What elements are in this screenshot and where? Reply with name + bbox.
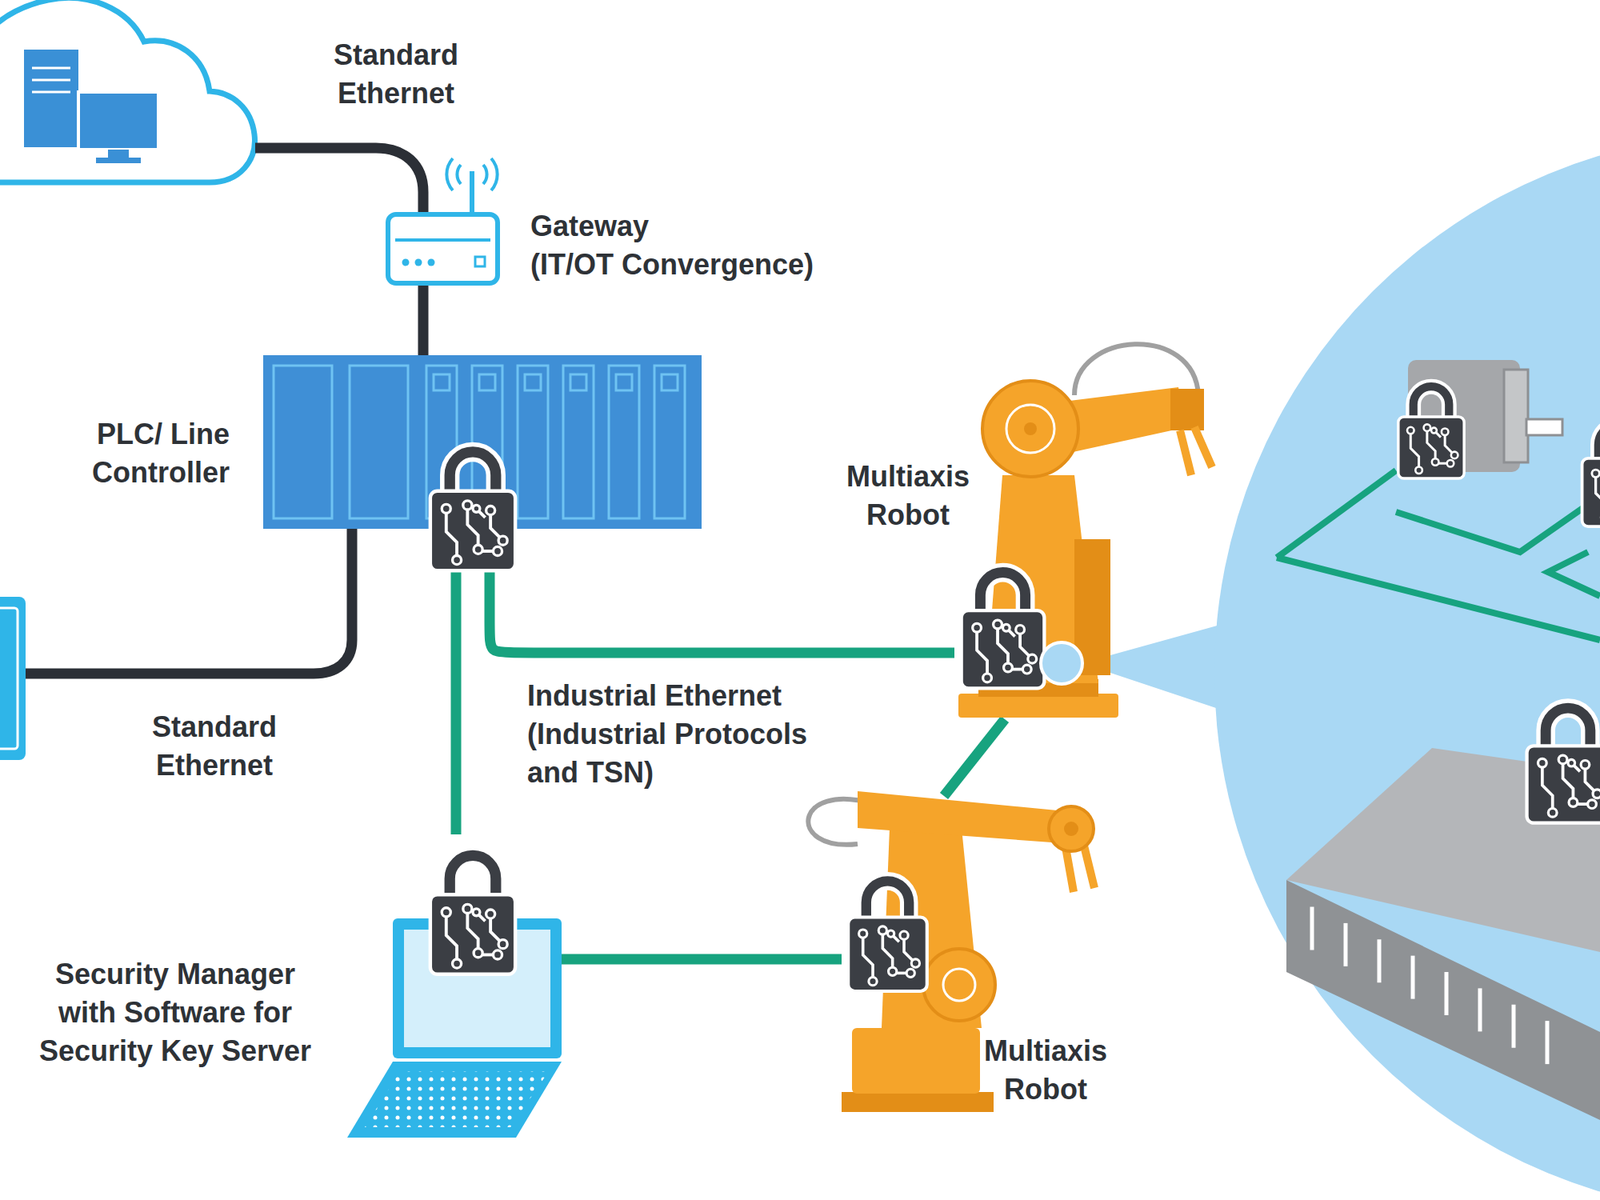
zoom-callout-part-part — [1276, 470, 1396, 558]
network-link — [451, 528, 462, 835]
security-manager-icon-part — [364, 1071, 549, 1128]
ethernet-cable — [24, 528, 352, 674]
connector-label: Industrial Ethernet (Industrial Protocol… — [527, 676, 832, 792]
network-link — [418, 285, 429, 356]
plc-controller-icon-part — [654, 365, 685, 519]
gateway-icon-part — [446, 158, 497, 191]
node-label: Gateway — [530, 207, 867, 246]
zoom-callout-part — [1582, 424, 1600, 527]
security-manager-icon-part — [430, 855, 516, 974]
vent — [1411, 956, 1416, 1000]
vent — [1478, 988, 1483, 1032]
zoom-callout-part-part — [1396, 496, 1600, 552]
plc-controller-icon-part — [616, 374, 632, 391]
plc-controller: PLC/ Line Controller — [263, 355, 702, 529]
plc-controller-icon-part — [524, 374, 541, 391]
cloud-part — [32, 79, 71, 82]
plc-controller-icon-part — [517, 365, 548, 519]
node-label: (IT/OT Convergence) — [530, 245, 867, 284]
cloud — [0, 0, 255, 183]
cloud-part — [96, 157, 141, 164]
gateway-icon-part — [415, 259, 423, 267]
network-link — [561, 954, 842, 965]
tablet-part — [0, 596, 26, 760]
robot-icon-part — [961, 572, 1045, 689]
plc-controller-icon-part — [273, 365, 332, 519]
robot-icon-part — [1048, 806, 1094, 852]
robot-icon-part — [857, 791, 1074, 844]
robot-icon-part — [1074, 344, 1199, 396]
robot-icon-part — [1040, 642, 1083, 684]
network-link — [944, 719, 1005, 796]
plc-controller-icon-part — [349, 365, 408, 519]
robot-icon-part — [958, 693, 1119, 718]
gateway-icon — [385, 163, 500, 286]
robot-icon-part — [1170, 388, 1204, 431]
node-label: PLC/ Line Controller — [4, 415, 230, 492]
robot-icon-part — [852, 1028, 980, 1094]
switch-box-part — [1286, 880, 1600, 1120]
cloud-part — [32, 91, 71, 94]
plc-controller-icon-part — [570, 374, 587, 391]
zoom-callout-part — [1276, 470, 1600, 640]
plc-controller-icon — [263, 355, 702, 529]
vent — [1344, 923, 1348, 967]
robot-icon — [954, 347, 1225, 720]
plc-controller-icon-part — [608, 365, 640, 519]
gateway-icon-part — [469, 171, 475, 215]
robot-icon-part — [1064, 821, 1079, 836]
gateway-icon-part — [395, 238, 491, 242]
security-manager: Security Manager with Software for Secur… — [347, 834, 562, 1138]
tablet-part — [0, 608, 18, 749]
tablet — [0, 596, 26, 760]
robot-icon-part — [923, 948, 996, 1021]
node-label: Multiaxis Robot — [965, 1032, 1126, 1109]
plc-controller-icon-part — [563, 365, 594, 519]
cloud-part — [78, 92, 159, 150]
node-label: Security Manager with Software for Secur… — [35, 955, 316, 1071]
motor-part — [1526, 419, 1563, 436]
robot-icon-part — [1006, 404, 1055, 453]
gateway-icon-part — [402, 259, 410, 267]
security-manager-icon — [347, 834, 562, 1138]
node-label: Multiaxis Robot — [828, 457, 988, 535]
robot-icon-part — [1024, 422, 1037, 436]
robot-icon-part — [943, 968, 976, 1001]
gateway-icon-part — [475, 256, 485, 267]
motor-part — [1504, 369, 1528, 463]
robot-icon-part — [982, 380, 1079, 477]
robot: Multiaxis Robot — [841, 796, 1114, 1112]
ethernet-cable — [255, 148, 424, 218]
zoom-callout-part — [1527, 708, 1600, 824]
cloud-part — [24, 49, 79, 148]
plc-controller-icon-part — [433, 374, 450, 391]
zoom-callout-part — [1214, 132, 1600, 1200]
gateway: Gateway(IT/OT Convergence) — [385, 163, 500, 286]
plc-controller-icon-part — [661, 374, 678, 391]
network-link — [489, 528, 955, 653]
network-label: Standard Ethernet — [328, 36, 464, 113]
network-label: Standard Ethernet — [146, 708, 283, 785]
gateway-icon-part — [428, 259, 436, 267]
cloud-part — [0, 0, 255, 183]
plc-controller-icon-part — [430, 452, 516, 571]
zoom-callout — [1081, 132, 1600, 1200]
security-manager-icon-part — [347, 1061, 562, 1138]
robot: Multiaxis Robot — [954, 347, 1225, 720]
plc-controller-icon-part — [479, 374, 496, 391]
cloud-part — [32, 67, 71, 70]
zoom-callout-part-part — [1548, 552, 1600, 596]
robot-icon-part — [1180, 427, 1212, 476]
vent — [1444, 972, 1449, 1016]
vent — [1310, 907, 1315, 951]
zoom-callout-part — [1398, 386, 1464, 479]
robot-icon-part — [841, 1092, 994, 1112]
vent — [1377, 939, 1382, 983]
gateway-icon-part — [388, 214, 498, 284]
robot-icon-part — [848, 880, 928, 992]
vent — [1545, 1020, 1550, 1064]
vent — [1512, 1004, 1516, 1048]
